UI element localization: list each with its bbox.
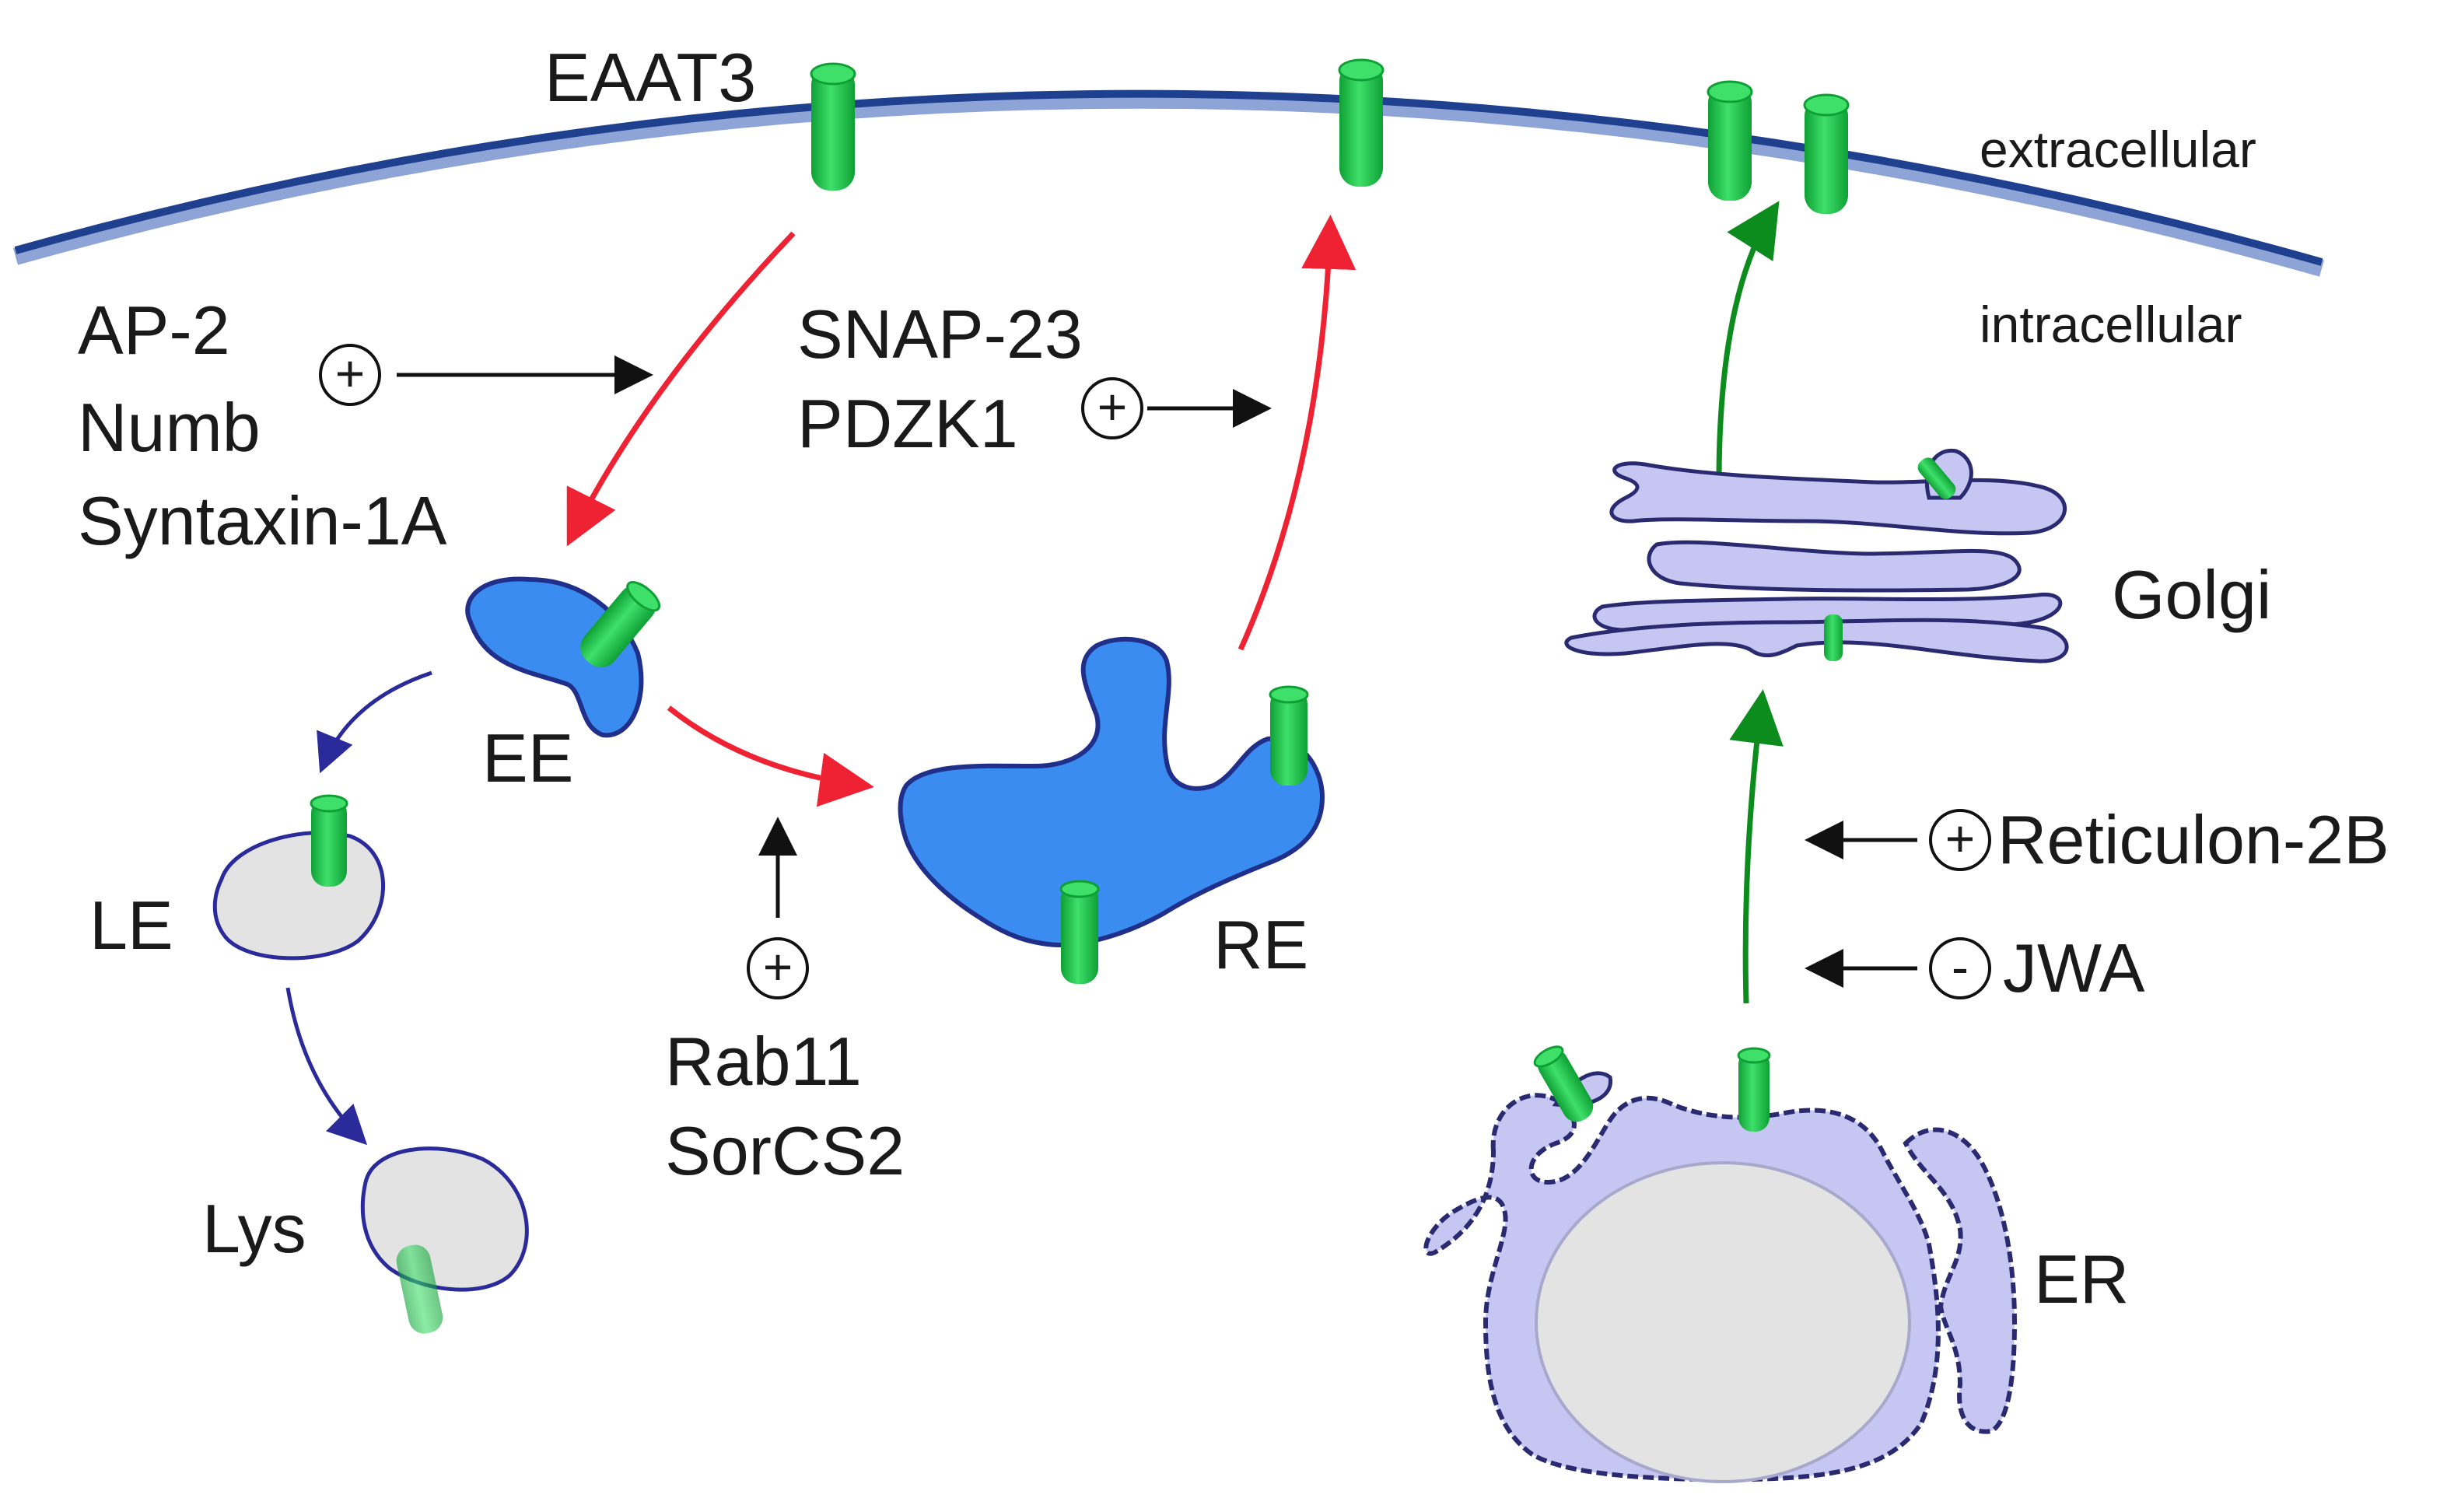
intracellular-label: intracellular <box>1980 296 2242 353</box>
eaat3-transporter <box>810 62 856 191</box>
jwa-label: JWA <box>2003 929 2145 1006</box>
recycling-endosome <box>898 636 1325 948</box>
recycling-arrow <box>667 705 874 807</box>
secretory-arrow <box>1729 689 1784 1004</box>
secretory-arrow <box>1716 201 1780 483</box>
ee-label: EE <box>482 719 573 796</box>
re-label: RE <box>1213 906 1308 983</box>
eaat3-transporter <box>580 581 661 668</box>
rab11-label: Rab11 <box>665 1023 862 1100</box>
eaat3-transporter <box>310 794 348 887</box>
eaat3-transporter <box>396 1244 443 1334</box>
eaat3-transporter <box>1059 880 1100 984</box>
extracellular-label: extracellular <box>1980 121 2256 178</box>
le-label: LE <box>89 887 173 964</box>
positive-regulation-icon: + <box>1081 377 1143 439</box>
internalization-arrow <box>566 231 796 547</box>
recycling-arrow <box>1238 215 1357 651</box>
degradation-arrow <box>285 987 368 1146</box>
er-label: ER <box>2034 1241 2129 1318</box>
golgi-label: Golgi <box>2112 556 2271 633</box>
pdzk1-label: PDZK1 <box>797 385 1018 462</box>
plus-symbol: + <box>1097 378 1128 436</box>
eaat3-transporter <box>1737 1047 1771 1132</box>
reticulon-label: Reticulon-2B <box>1997 801 2389 878</box>
lys-label: Lys <box>202 1190 306 1267</box>
early-endosome <box>465 576 644 738</box>
positive-regulation-icon: + <box>319 344 381 406</box>
ap2-label: AP-2 <box>78 292 230 369</box>
plus-symbol: + <box>335 345 366 402</box>
minus-symbol: - <box>1952 938 1969 996</box>
plus-symbol: + <box>763 938 793 996</box>
positive-regulation-icon: + <box>1929 809 1991 871</box>
snap23-label: SNAP-23 <box>797 296 1083 373</box>
eaat3-transporter <box>1533 1045 1594 1122</box>
late-endosome <box>212 831 385 961</box>
numb-label: Numb <box>78 389 261 466</box>
sorcs2-label: SorCS2 <box>665 1112 905 1189</box>
endoplasmic-reticulum <box>1423 1071 2018 1483</box>
eaat3-label: EAAT3 <box>544 39 756 116</box>
positive-regulation-icon: + <box>747 937 809 999</box>
eaat3-transporter <box>1803 93 1850 214</box>
degradation-arrow <box>317 670 432 774</box>
plasma-membrane <box>13 89 2324 277</box>
eaat3-transporter <box>1824 614 1843 661</box>
eaat3-transporter <box>1707 80 1753 201</box>
syntaxin-label: Syntaxin-1A <box>78 482 447 559</box>
negative-regulation-icon: - <box>1929 937 1991 999</box>
eaat3-transporter <box>1269 685 1309 786</box>
golgi-apparatus <box>1564 448 2069 663</box>
plus-symbol: + <box>1945 810 1976 867</box>
eaat3-transporter <box>1917 457 1956 499</box>
lysosome <box>360 1146 529 1292</box>
eaat3-transporter <box>1338 58 1385 187</box>
